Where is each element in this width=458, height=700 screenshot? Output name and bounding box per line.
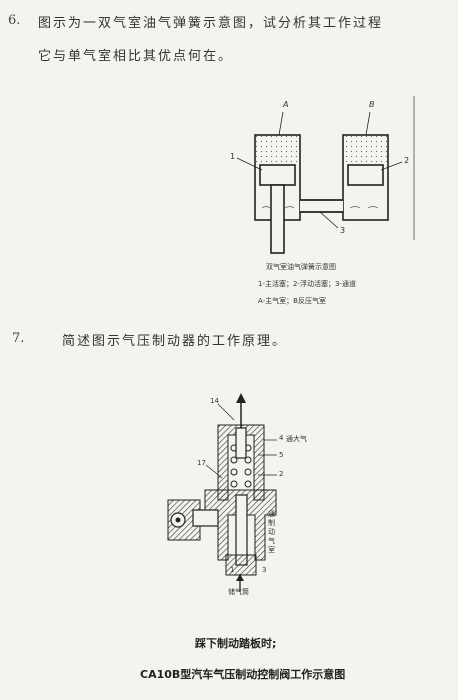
fig2-caption1: 踩下制动踏板时; bbox=[195, 637, 277, 650]
main-chamber-gas bbox=[256, 136, 299, 166]
fig2-label-brake-side: 通制动气室 bbox=[268, 510, 275, 554]
question-6-line1: 图示为一双气室油气弹簧示意图，试分析其工作过程 bbox=[38, 16, 384, 31]
floating-piston bbox=[347, 164, 384, 186]
fig1-caption-line1: 1-主活塞；2-浮动活塞；3-通道 bbox=[258, 280, 356, 288]
fig2-label-exhaust: 通大气 bbox=[286, 435, 307, 443]
fig2-caption2: CA10B型汽车气压制动控制阀工作示意图 bbox=[140, 668, 346, 681]
question-7-text: 简述图示气压制动器的工作原理。 bbox=[62, 334, 288, 349]
brake-control-valve-diagram bbox=[167, 393, 277, 592]
piston-rod bbox=[270, 184, 285, 254]
valve-lower-body bbox=[225, 554, 257, 576]
fig1-caption-line2: A-主气室；B反压气室 bbox=[258, 297, 326, 305]
fig1-label-b: B bbox=[369, 100, 375, 109]
question-6-number: 6. bbox=[8, 13, 21, 28]
fig2-label-3: 3 bbox=[262, 566, 267, 574]
back-pressure-chamber-cylinder bbox=[342, 134, 389, 221]
fig2-label-2: 2 bbox=[279, 470, 284, 478]
dual-chamber-spring-diagram bbox=[236, 96, 415, 254]
fig1-label-2: 2 bbox=[404, 156, 410, 165]
fig2-label-5: 5 bbox=[279, 451, 284, 459]
question-6-line2: 它与单气室相比其优点何在。 bbox=[38, 49, 234, 64]
fig1-label-a: A bbox=[283, 100, 289, 109]
main-piston bbox=[259, 164, 296, 186]
fig1-label-1: 1 bbox=[230, 152, 236, 161]
fig2-label-from-tank: 储气筒 bbox=[228, 588, 249, 596]
back-pressure-chamber-gas bbox=[344, 136, 387, 166]
fig2-label-1: 1 bbox=[230, 566, 235, 574]
fig2-label-17: 17 bbox=[197, 459, 206, 467]
plunger bbox=[235, 427, 247, 459]
fig2-label-4: 4 bbox=[279, 434, 284, 442]
fig1-label-3: 3 bbox=[340, 226, 346, 235]
fig1-caption-title: 双气室油气弹簧示意图 bbox=[266, 263, 336, 271]
question-7-number: 7. bbox=[12, 331, 25, 346]
fig2-label-14: 14 bbox=[210, 397, 219, 405]
